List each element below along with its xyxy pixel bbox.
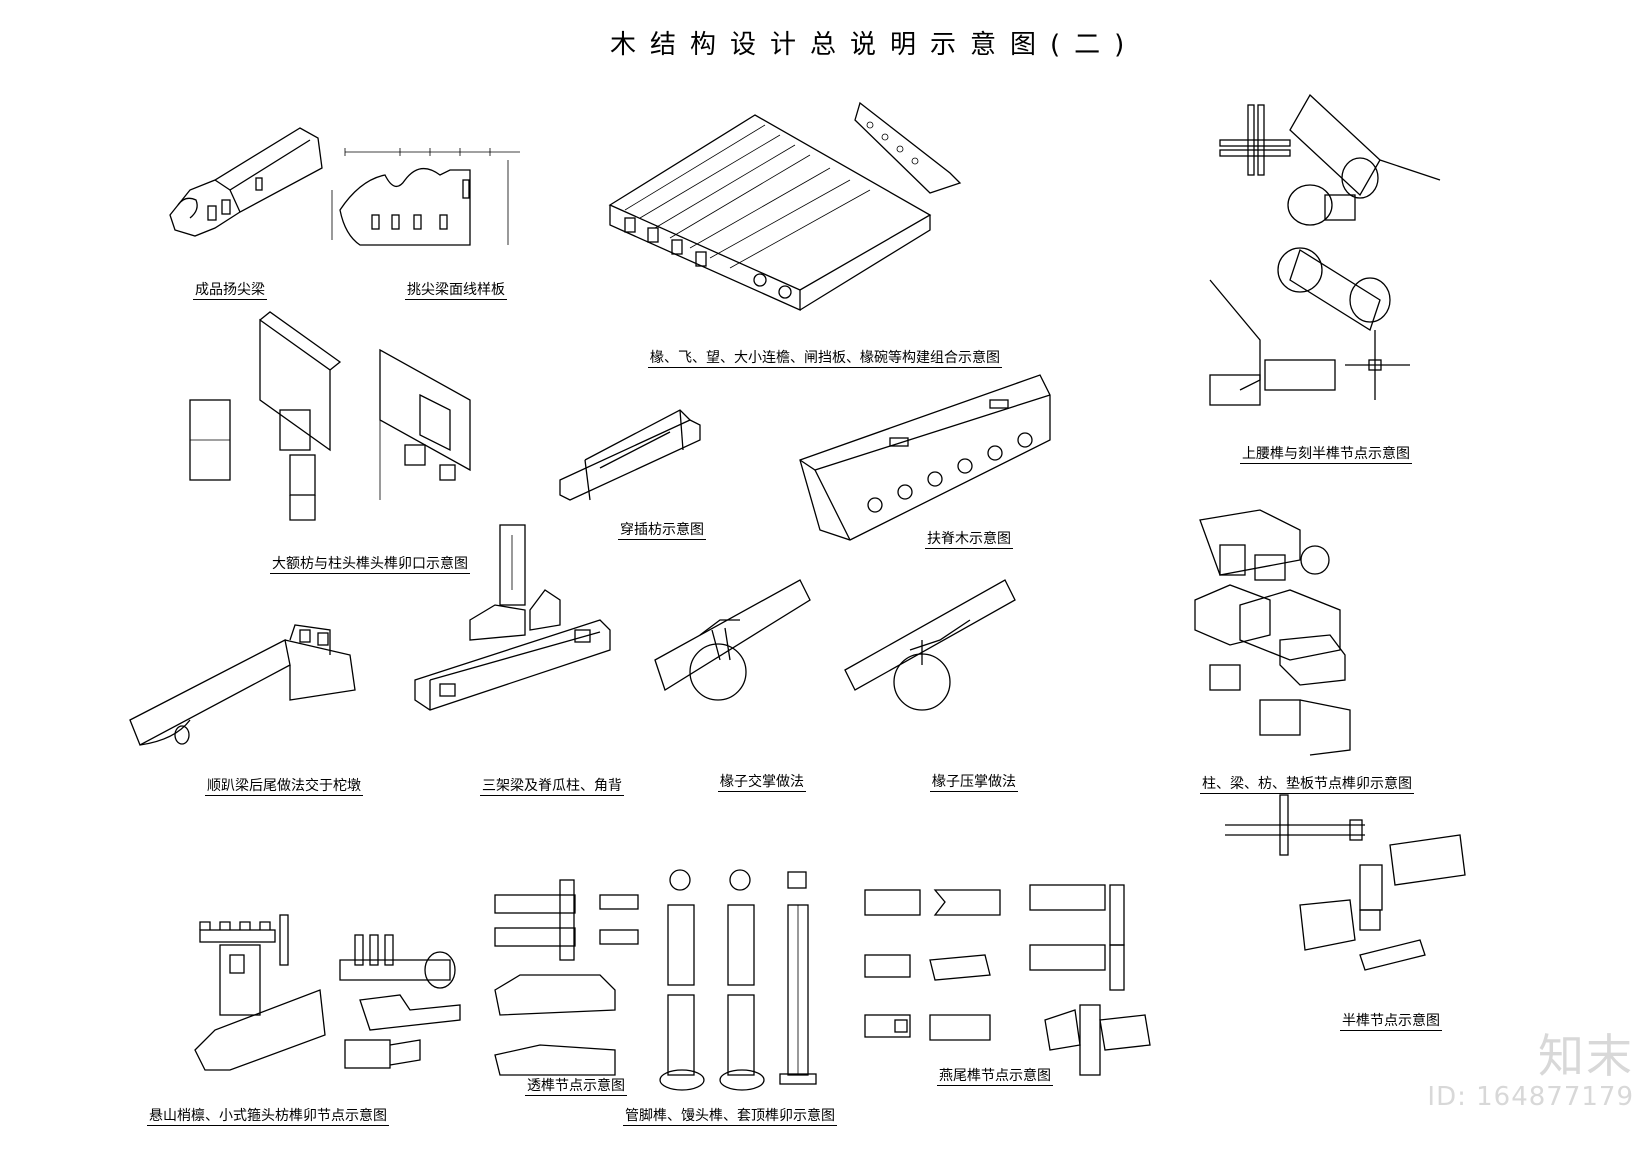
caption-beam-profile-template: 挑尖梁面线样板 <box>405 282 507 300</box>
diagram-column-beam-joints <box>1194 509 1351 756</box>
caption-overhang-purlin-joint: 悬山梢檩、小式箍头枋榫卯节点示意图 <box>147 1108 389 1126</box>
diagram-overhang-purlin-joint <box>194 914 461 1071</box>
diagram-architrave-column-joint <box>189 311 471 521</box>
diagram-dovetail-tenon <box>864 884 1151 1076</box>
diagram-beam-profile-template <box>331 148 520 246</box>
caption-waist-tenon-half-notch: 上腰榫与刻半榫节点示意图 <box>1240 446 1412 464</box>
diagram-rafter-crossed-joint <box>654 579 811 701</box>
watermark-id: ID: 164877179 <box>1427 1082 1634 1112</box>
caption-rafter-assembly: 椽、飞、望、大小连檐、闸挡板、椽碗等构建组合示意图 <box>648 350 1002 368</box>
caption-rafter-pressed-joint: 椽子压掌做法 <box>930 774 1018 792</box>
caption-foot-cap-tenons: 管脚榫、馒头榫、套顶榫卯示意图 <box>623 1108 837 1126</box>
page-title: 木结构设计总说明示意图(二) <box>610 30 1139 60</box>
diagram-rafter-assembly <box>608 101 962 312</box>
diagram-beam-tail-on-block <box>129 624 356 746</box>
watermark: 知末 ID: 164877179 <box>1427 1030 1634 1112</box>
caption-through-tenon: 透榫节点示意图 <box>525 1078 627 1096</box>
diagram-ridge-support-timber <box>799 374 1051 541</box>
caption-finished-beam: 成品扬尖梁 <box>193 282 267 300</box>
caption-beam-tail-on-block: 顺趴梁后尾做法交于柁墩 <box>205 778 363 796</box>
caption-penetrating-tie-beam: 穿插枋示意图 <box>618 522 706 540</box>
diagram-three-purlin-beam <box>414 524 611 711</box>
caption-dovetail-tenon: 燕尾榫节点示意图 <box>937 1068 1053 1086</box>
caption-rafter-crossed-joint: 椽子交掌做法 <box>718 774 806 792</box>
diagram-half-tenon <box>1225 794 1466 971</box>
diagram-waist-tenon-half-notch <box>1209 93 1441 406</box>
diagram-through-tenon <box>494 879 639 1076</box>
diagram-penetrating-tie-beam <box>559 409 701 501</box>
diagram-foot-cap-tenons <box>659 869 817 1091</box>
caption-architrave-column-joint: 大额枋与柱头榫头榫卯口示意图 <box>270 556 470 574</box>
diagram-rafter-pressed-joint <box>844 579 1016 711</box>
caption-column-beam-joints: 柱、梁、枋、垫板节点榫卯示意图 <box>1200 776 1414 794</box>
caption-half-tenon: 半榫节点示意图 <box>1340 1013 1442 1031</box>
caption-ridge-support-timber: 扶脊木示意图 <box>925 531 1013 549</box>
diagram-finished-beam <box>169 127 323 237</box>
caption-three-purlin-beam: 三架梁及脊瓜柱、角背 <box>480 778 624 796</box>
watermark-logo: 知末 <box>1538 1029 1634 1083</box>
